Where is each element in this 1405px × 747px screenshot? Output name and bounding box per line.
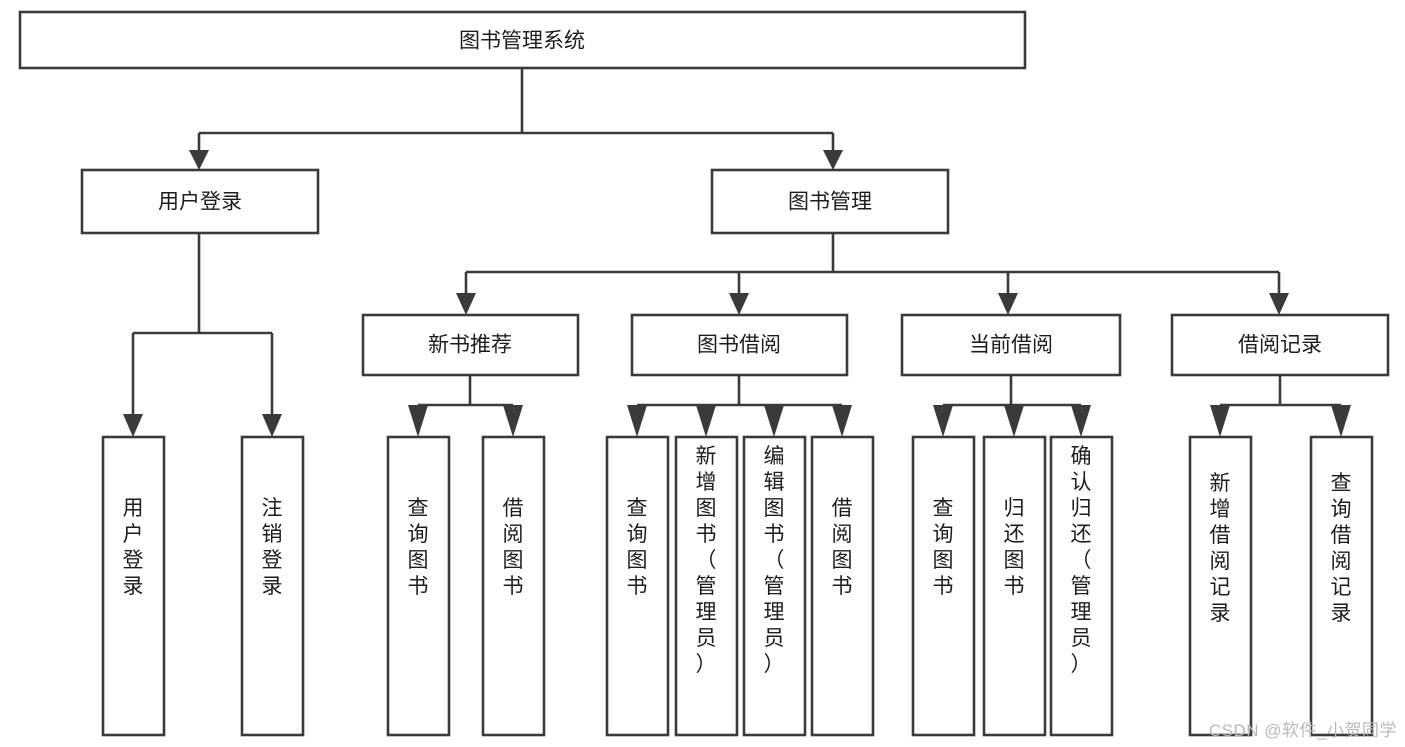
- node-root-label: 图书管理系统: [459, 30, 585, 53]
- arrowhead-leaf-logout: [262, 414, 282, 437]
- arrowhead-leaf-query-book-borrow: [627, 405, 647, 437]
- arrowhead-leaf-query-record: [1331, 405, 1351, 437]
- node-leaf-query-book-borrow-label: 查询图书: [627, 497, 648, 598]
- node-new-book-rec[interactable]: 新书推荐: [361, 313, 580, 377]
- node-leaf-query-book-rec[interactable]: 查询图书: [386, 435, 451, 737]
- node-leaf-query-book-borrow-box[interactable]: [605, 435, 670, 737]
- arrowhead-new-book-rec: [456, 293, 476, 315]
- connector-group: [123, 68, 1351, 437]
- node-leaf-user-login-label: 用户登录: [123, 497, 144, 598]
- node-leaf-borrow-book-box[interactable]: [810, 435, 875, 737]
- arrowhead-leaf-add-record: [1210, 405, 1230, 437]
- node-book-manage[interactable]: 图书管理: [710, 168, 950, 235]
- csdn-watermark: CSDN @软件_小贺同学: [1208, 721, 1397, 740]
- node-new-book-rec-label: 新书推荐: [428, 334, 512, 357]
- arrowhead-leaf-borrow-book: [832, 405, 852, 437]
- node-leaf-borrow-book[interactable]: 借阅图书: [810, 435, 875, 737]
- node-leaf-edit-book[interactable]: 编辑图书（管理员）: [742, 435, 807, 737]
- arrowhead-book-borrow: [729, 293, 749, 315]
- node-leaf-edit-book-box[interactable]: [742, 435, 807, 737]
- node-leaf-borrow-book-rec-label: 借阅图书: [503, 497, 524, 598]
- node-leaf-query-book-cur-label: 查询图书: [933, 497, 954, 598]
- node-leaf-return-book[interactable]: 归还图书: [982, 435, 1047, 737]
- node-user-login-box[interactable]: [80, 168, 320, 235]
- arrowhead-book-manage: [823, 150, 843, 170]
- node-root-box[interactable]: [18, 10, 1027, 70]
- node-leaf-add-book-box[interactable]: [674, 435, 739, 737]
- node-user-login-label: 用户登录: [158, 191, 242, 214]
- node-book-manage-box[interactable]: [710, 168, 950, 235]
- node-leaf-add-record-label: 新增借阅记录: [1210, 472, 1231, 625]
- node-leaf-query-book-cur[interactable]: 查询图书: [911, 435, 976, 737]
- arrowhead-user-login: [189, 150, 209, 170]
- node-leaf-add-record-box[interactable]: [1188, 435, 1253, 737]
- arrowhead-leaf-query-book-rec: [408, 405, 428, 437]
- node-leaf-user-login-box[interactable]: [101, 435, 166, 737]
- arrowhead-leaf-add-book: [696, 405, 716, 437]
- arrowhead-leaf-user-login: [123, 414, 143, 437]
- arrowhead-leaf-edit-book: [764, 405, 784, 437]
- node-leaf-borrow-book-rec-box[interactable]: [481, 435, 546, 737]
- node-leaf-logout-box[interactable]: [240, 435, 305, 737]
- arrowhead-borrow-record: [1269, 293, 1289, 315]
- node-leaf-query-record-box[interactable]: [1309, 435, 1374, 737]
- node-leaf-add-record[interactable]: 新增借阅记录: [1188, 435, 1253, 737]
- node-current-borrow-box[interactable]: [900, 313, 1122, 377]
- node-leaf-query-record[interactable]: 查询借阅记录: [1309, 435, 1374, 737]
- node-leaf-query-book-borrow[interactable]: 查询图书: [605, 435, 670, 737]
- node-leaf-add-book[interactable]: 新增图书（管理员）: [674, 435, 739, 737]
- node-borrow-record-box[interactable]: [1170, 313, 1390, 377]
- node-new-book-rec-box[interactable]: [361, 313, 580, 377]
- node-borrow-record[interactable]: 借阅记录: [1170, 313, 1390, 377]
- arrowhead-leaf-return-book: [1004, 405, 1024, 437]
- arrowhead-leaf-query-book-cur: [933, 405, 953, 437]
- node-leaf-user-login[interactable]: 用户登录: [101, 435, 166, 737]
- node-user-login[interactable]: 用户登录: [80, 168, 320, 235]
- node-current-borrow-label: 当前借阅: [969, 334, 1053, 357]
- node-leaf-return-book-label: 归还图书: [1004, 497, 1025, 598]
- node-leaf-logout[interactable]: 注销登录: [240, 435, 305, 737]
- node-book-borrow-label: 图书借阅: [697, 334, 781, 357]
- node-leaf-confirm-return-label: 确认归还（管理员）: [1071, 445, 1092, 676]
- node-leaf-return-book-box[interactable]: [982, 435, 1047, 737]
- node-leaf-confirm-return[interactable]: 确认归还（管理员）: [1049, 435, 1114, 737]
- node-leaf-borrow-book-label: 借阅图书: [832, 497, 853, 598]
- node-leaf-query-book-rec-box[interactable]: [386, 435, 451, 737]
- node-leaf-borrow-book-rec[interactable]: 借阅图书: [481, 435, 546, 737]
- node-leaf-query-book-rec-label: 查询图书: [408, 497, 429, 598]
- leaf-nodes-group: 用户登录 注销登录 查询图书 借阅图书 查询图书 新增图书（管理员）: [101, 435, 1374, 737]
- node-current-borrow[interactable]: 当前借阅: [900, 313, 1122, 377]
- node-leaf-logout-label: 注销登录: [262, 497, 283, 598]
- arrowhead-current-borrow: [998, 293, 1018, 315]
- node-root[interactable]: 图书管理系统: [18, 10, 1027, 70]
- node-book-borrow[interactable]: 图书借阅: [630, 313, 849, 377]
- node-leaf-confirm-return-box[interactable]: [1049, 435, 1114, 737]
- node-leaf-query-book-cur-box[interactable]: [911, 435, 976, 737]
- node-book-borrow-box[interactable]: [630, 313, 849, 377]
- node-leaf-add-book-label: 新增图书（管理员）: [696, 445, 717, 676]
- arrowhead-leaf-confirm-return: [1071, 405, 1091, 437]
- node-borrow-record-label: 借阅记录: [1238, 334, 1322, 357]
- arrowhead-leaf-borrow-book-rec: [503, 405, 523, 437]
- node-leaf-query-record-label: 查询借阅记录: [1331, 472, 1352, 625]
- node-book-manage-label: 图书管理: [788, 191, 872, 214]
- node-leaf-edit-book-label: 编辑图书（管理员）: [764, 445, 785, 676]
